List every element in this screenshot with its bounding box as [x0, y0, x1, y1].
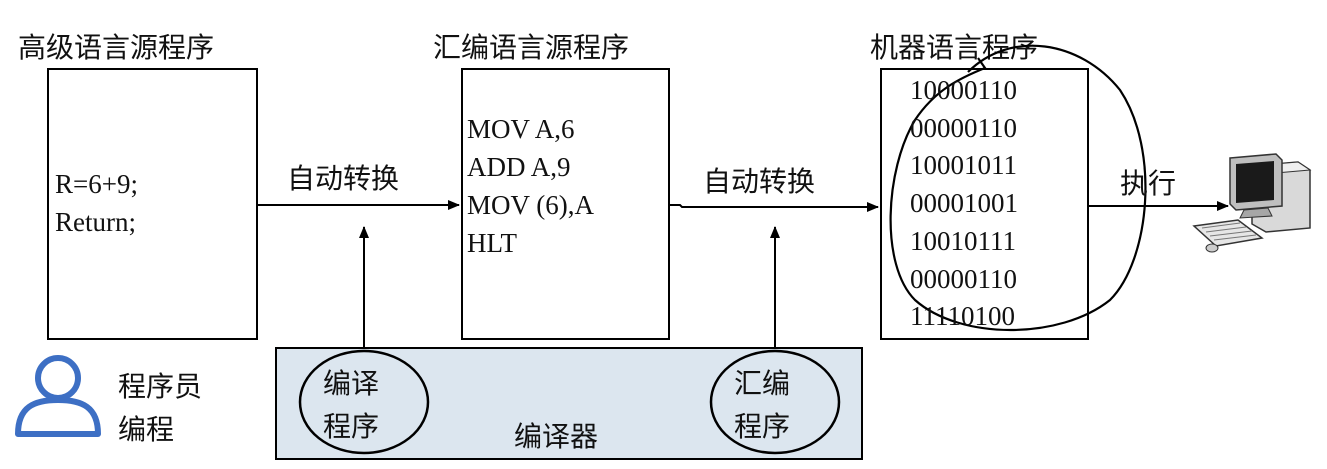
code-line: MOV A,6 — [467, 114, 575, 144]
compiler-label: 编译器 — [514, 420, 599, 453]
code-line: HLT — [467, 228, 518, 258]
execute-label: 执行 — [1120, 167, 1177, 200]
compile-program-line2: 程序 — [323, 410, 380, 443]
code-line: R=6+9; — [55, 169, 138, 199]
binary-line: 10000110 — [910, 75, 1017, 105]
hand-drawn-loop — [889, 44, 1147, 331]
compiler-panel — [275, 347, 863, 460]
assemble-program-line2: 程序 — [734, 410, 791, 443]
assemble-program-circle — [709, 349, 841, 455]
assembly-box — [461, 68, 670, 340]
binary-line: 00000110 — [910, 263, 1017, 294]
user-icon — [15, 355, 101, 437]
compile-program-circle — [298, 349, 430, 455]
machine-code: 10000110 00000110 10001011 00001001 1001… — [910, 72, 1018, 336]
programmer-label: 程序员 — [118, 370, 203, 403]
convert-label-1: 自动转换 — [287, 162, 400, 195]
binary-line: 00001001 — [910, 188, 1018, 219]
binary-line: 00000110 — [910, 112, 1017, 143]
arrow-convert-2 — [670, 202, 879, 212]
code-line: ADD A,9 — [467, 152, 571, 182]
computer-icon — [1192, 153, 1312, 253]
programming-label: 编程 — [118, 413, 175, 446]
binary-line: 11110100 — [910, 301, 1015, 332]
binary-line: 10010111 — [910, 225, 1016, 256]
assembly-code: MOV A,6 ADD A,9 MOV (6),A HLT — [467, 110, 594, 262]
title-assembly: 汇编语言源程序 — [433, 31, 630, 64]
high-level-code: R=6+9; Return; — [55, 165, 138, 241]
code-line: Return; — [55, 207, 136, 237]
machine-box — [880, 68, 1089, 340]
title-high-level: 高级语言源程序 — [18, 31, 215, 64]
binary-line: 10001011 — [910, 150, 1017, 181]
assemble-program-line1: 汇编 — [734, 367, 791, 400]
convert-label-2: 自动转换 — [703, 165, 816, 198]
compile-program-line1: 编译 — [323, 367, 380, 400]
high-level-box — [47, 68, 258, 340]
code-line: MOV (6),A — [467, 190, 594, 220]
